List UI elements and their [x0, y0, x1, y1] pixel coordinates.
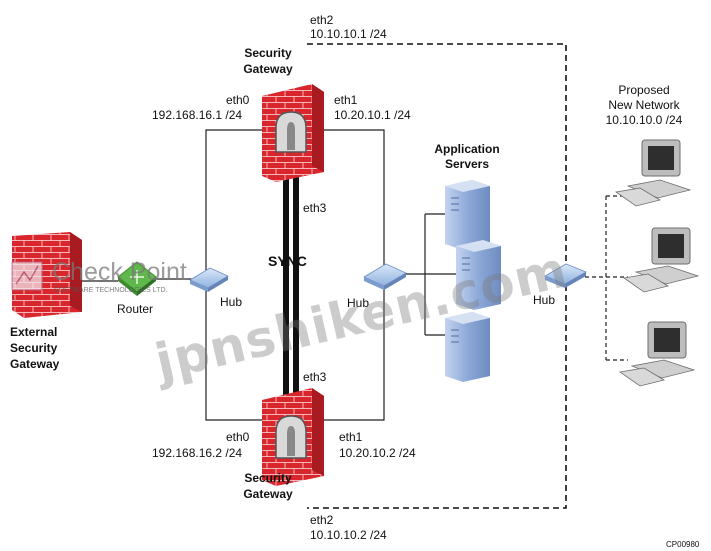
gw-top-eth0-ip: 192.168.16.1 /24 — [152, 108, 243, 122]
gw-bottom-eth1-ip: 10.20.10.2 /24 — [339, 446, 416, 460]
hub-right-label: Hub — [533, 293, 556, 307]
proposed-line2: New Network — [608, 98, 680, 112]
external-security-gateway-icon — [12, 232, 82, 318]
hub-mid-icon — [363, 263, 407, 290]
connection-lines — [82, 129, 628, 421]
security-gateway-top-icon — [262, 84, 324, 182]
watermark-logo-text: Check Point — [52, 258, 187, 286]
gw-top-eth1-ip: 10.20.10.1 /24 — [334, 108, 411, 122]
external-gateway-line1: External — [10, 325, 58, 339]
security-gateway-bottom-icon — [262, 388, 324, 486]
gw-bottom-eth0-ip: 192.168.16.2 /24 — [152, 446, 243, 460]
gw-top-eth2-ip: 10.10.10.1 /24 — [310, 27, 387, 41]
link-gw2-eth1 — [324, 288, 385, 421]
external-gateway-line2: Security — [10, 341, 58, 355]
sync-label: SYNC — [268, 253, 307, 269]
workstation-3-icon — [618, 321, 696, 387]
gw-top-eth2-name: eth2 — [310, 13, 334, 27]
gw-bottom-title-line1: Security — [244, 471, 292, 485]
gw-top-eth3-name: eth3 — [303, 201, 327, 215]
gw-top-eth0-name: eth0 — [226, 93, 250, 107]
server-2-icon — [456, 240, 501, 310]
hub-left-icon — [189, 267, 229, 292]
external-gateway-line3: Gateway — [10, 357, 60, 371]
link-hub-servers — [404, 213, 456, 336]
app-servers-line2: Servers — [444, 157, 490, 171]
workstation-1-icon — [614, 139, 692, 207]
checkpoint-logo-mark — [11, 261, 43, 291]
hub-mid-label: Hub — [347, 296, 370, 310]
router-icon — [117, 261, 157, 296]
gw-bottom-title-line2: Gateway — [243, 487, 293, 501]
watermark-logo-sub: SOFTWARE TECHNOLOGIES LTD. — [54, 287, 168, 294]
workstation-2-icon — [622, 227, 700, 293]
gw-bottom-eth3-name: eth3 — [303, 370, 327, 384]
gw-bottom-eth1-name: eth1 — [339, 430, 363, 444]
link-gw1-eth1 — [324, 129, 385, 268]
gw-top-title-line2: Gateway — [243, 62, 293, 76]
sync-cable — [283, 150, 299, 398]
server-1-icon — [445, 180, 490, 250]
gw-bottom-eth0-name: eth0 — [226, 430, 250, 444]
figure-code: CP00980 — [666, 540, 700, 549]
link-hub-monitors — [585, 195, 628, 361]
hub-right-icon — [544, 263, 587, 288]
gw-top-eth1-name: eth1 — [334, 93, 358, 107]
gw-top-title-line1: Security — [244, 46, 292, 60]
gw-bottom-eth2-ip: 10.10.10.2 /24 — [310, 528, 387, 542]
hub-left-label: Hub — [220, 295, 243, 309]
gw-bottom-eth2-name: eth2 — [310, 513, 334, 527]
link-gw2-eth0 — [205, 290, 262, 421]
server-3-icon — [445, 312, 490, 382]
link-gw1-eth0 — [205, 129, 262, 272]
router-label: Router — [117, 302, 154, 316]
app-servers-line1: Application — [434, 142, 500, 156]
proposed-line1: Proposed — [618, 83, 670, 97]
proposed-line3: 10.10.10.0 /24 — [605, 113, 683, 127]
